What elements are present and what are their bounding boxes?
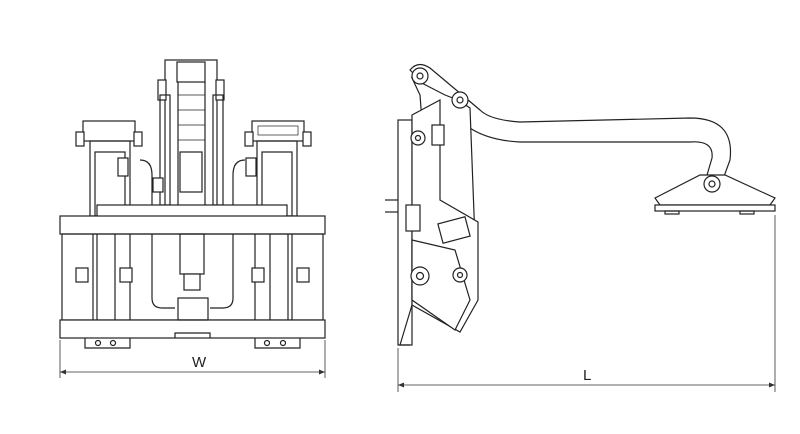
central-mast: [152, 59, 225, 216]
left-housing: [75, 120, 153, 217]
foot-pad: [654, 174, 776, 215]
front-view: W: [59, 59, 326, 378]
pivot-pins: [410, 67, 469, 286]
right-housing: [232, 120, 312, 217]
dimension-label-w: W: [192, 354, 207, 371]
side-view: L: [385, 63, 776, 392]
dimension-w: W: [59, 340, 326, 378]
dimension-label-l: L: [583, 367, 591, 384]
main-frame: [59, 215, 326, 349]
dimension-l: L: [397, 215, 776, 392]
upper-crossbar: [96, 204, 288, 218]
